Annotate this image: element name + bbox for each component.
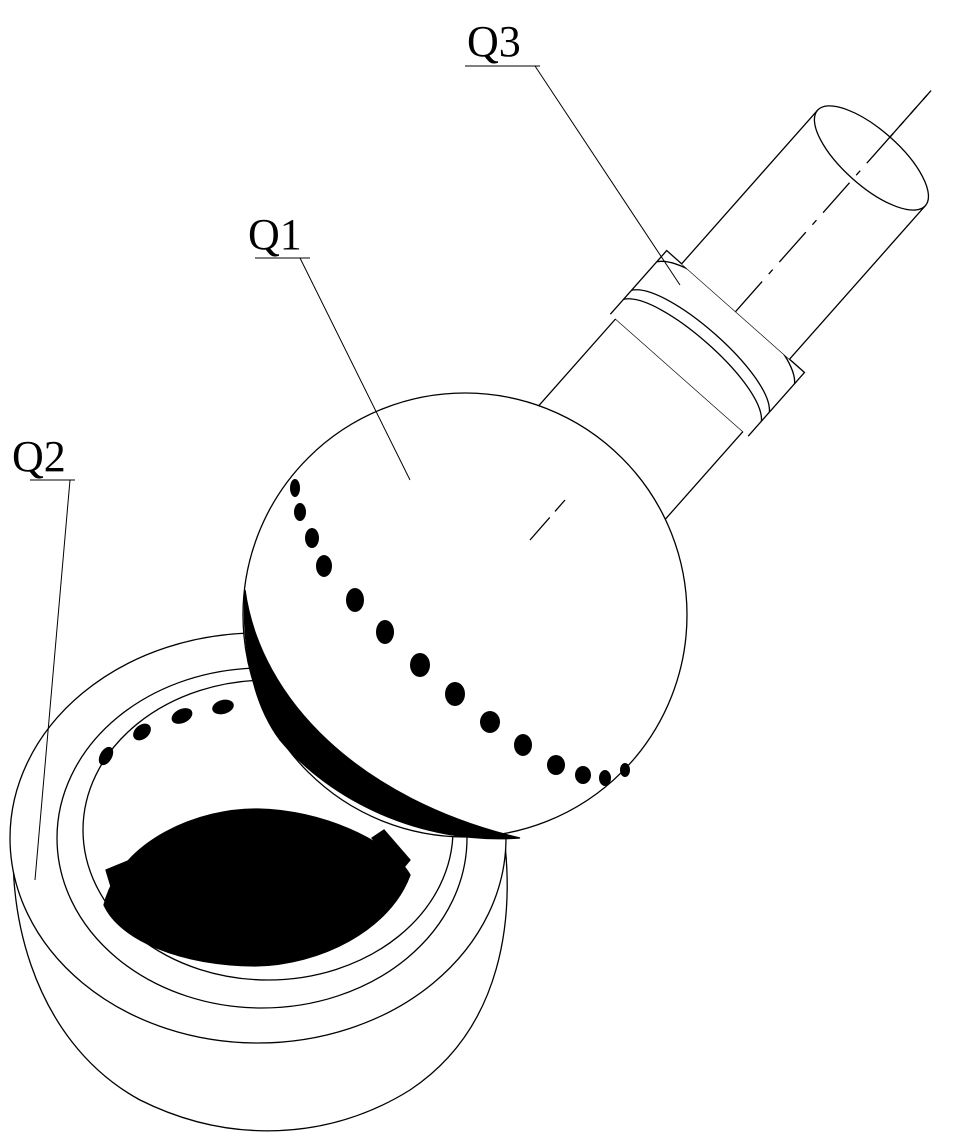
label-q3: Q3 [467, 20, 521, 64]
ball-q1 [243, 393, 687, 839]
q3-leader [535, 66, 680, 285]
label-q2: Q2 [12, 435, 66, 479]
label-q1: Q1 [248, 213, 302, 257]
